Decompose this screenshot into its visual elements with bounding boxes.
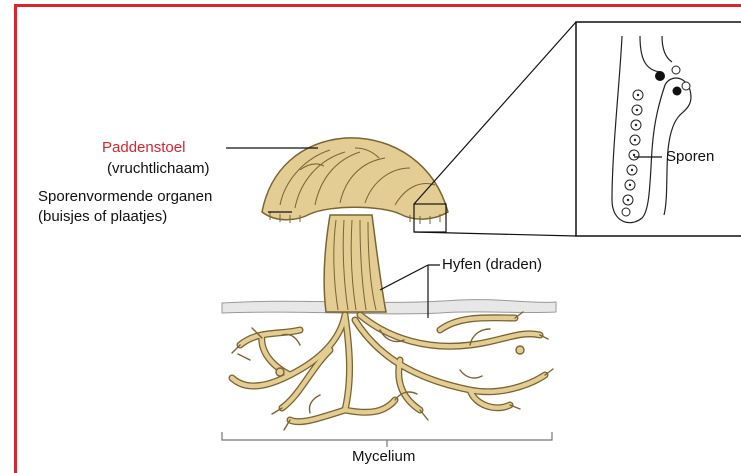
mushroom-cap — [262, 138, 448, 224]
soil-surface — [222, 300, 556, 314]
label-sporenvormende-organen: Sporenvormende organen — [38, 188, 212, 206]
label-mycelium: Mycelium — [352, 448, 415, 466]
label-paddenstoel: Paddenstoel — [102, 139, 185, 157]
inset-panel — [576, 22, 741, 236]
mycelium-knot — [516, 346, 524, 354]
released-spore-dark — [673, 87, 682, 96]
mycelium-network — [232, 312, 553, 430]
label-sporen: Sporen — [666, 148, 714, 166]
label-buisjes-of-plaatjes: (buisjes of plaatjes) — [38, 208, 167, 226]
zoom-line — [414, 22, 576, 204]
released-spore-light — [682, 82, 690, 90]
mycelium-knot — [276, 368, 284, 376]
label-hyfen: Hyfen (draden) — [442, 256, 542, 274]
mycelium-bracket — [222, 432, 552, 440]
zoom-line — [414, 232, 576, 236]
mushroom-stem — [324, 215, 386, 312]
released-spore-light — [672, 66, 680, 74]
released-spore-dark — [655, 71, 665, 81]
label-vruchtlichaam: (vruchtlichaam) — [107, 160, 210, 178]
